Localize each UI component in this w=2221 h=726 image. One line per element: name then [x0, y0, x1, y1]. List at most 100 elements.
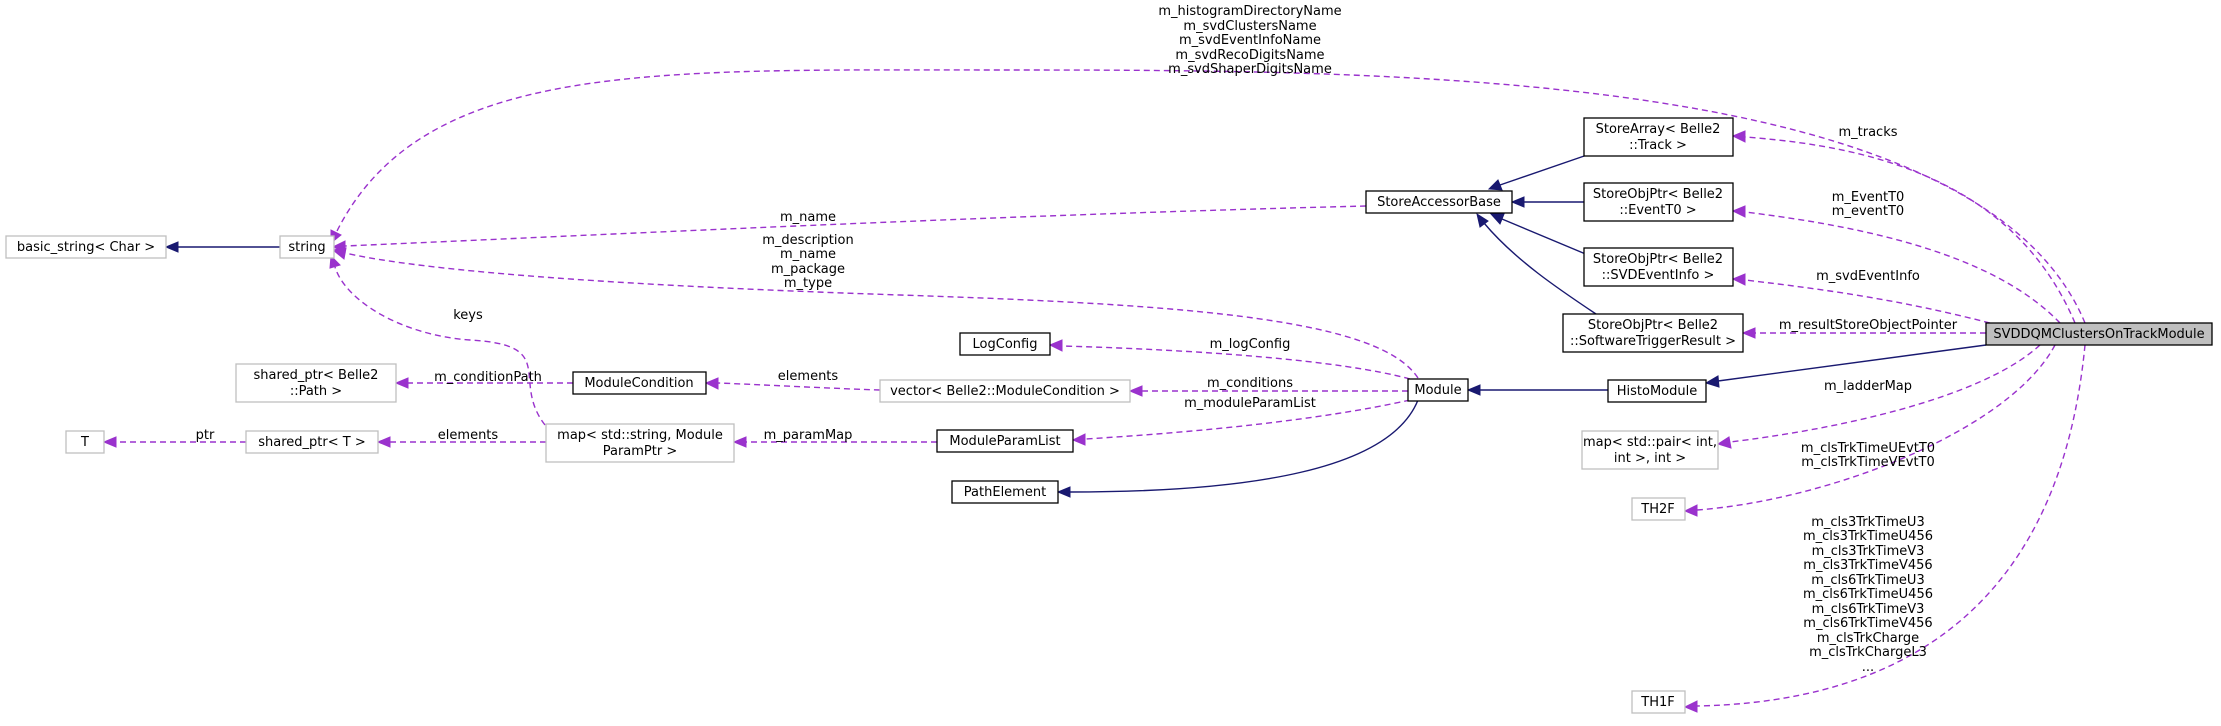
edge-map-uses-string	[329, 254, 546, 426]
node-label-line1: map< std::pair< int,	[1583, 435, 1717, 450]
edge-svddqm-uses-storearray	[1731, 130, 2076, 324]
label-th1f-members: m_cls3TrkTimeU3 m_cls3TrkTimeU456 m_cls3…	[1803, 515, 1933, 675]
label-m-logconfig: m_logConfig	[1210, 337, 1291, 352]
label-th2f-members: m_clsTrkTimeUEvtT0 m_clsTrkTimeVEvtT0	[1801, 441, 1935, 470]
edge-label-line: m_svdRecoDigitsName	[1175, 48, 1324, 63]
node-storeobjptr-softwaretrigger[interactable]: StoreObjPtr< Belle2 ::SoftwareTriggerRes…	[1562, 313, 1744, 353]
node-label: ModuleCondition	[584, 376, 693, 391]
node-logconfig[interactable]: LogConfig	[959, 332, 1051, 356]
label-elements-condition: elements	[778, 369, 839, 384]
edge-label-line: ...	[1862, 660, 1874, 675]
node-label: string	[288, 240, 325, 255]
node-label-line2: ::EventT0 >	[1619, 203, 1696, 218]
edge-vector-uses-modulecondition	[704, 377, 881, 391]
edge-label-line: m_cls6TrkTimeU456	[1803, 587, 1933, 602]
node-svddqmclustersontrackmodule[interactable]: SVDDQMClustersOnTrackModule	[1985, 322, 2213, 346]
node-map-pair[interactable]: map< std::pair< int, int >, int >	[1581, 430, 1719, 470]
edge-svddqm-uses-th2f	[1683, 344, 2056, 517]
edge-svddqm-uses-softwaretrigger	[1741, 327, 1986, 339]
edge-svddqm-inherits-histomodule	[1704, 344, 1987, 388]
edge-module-inherits-pathelement	[1056, 399, 1419, 498]
edge-label-line: m_cls6TrkTimeU3	[1811, 573, 1924, 588]
node-label: ModuleParamList	[949, 434, 1060, 449]
node-th1f[interactable]: TH1F	[1631, 690, 1686, 714]
node-string[interactable]: string	[279, 235, 335, 259]
node-t[interactable]: T	[65, 430, 105, 454]
node-label: basic_string< Char >	[17, 240, 155, 255]
node-vector-modulecondition[interactable]: vector< Belle2::ModuleCondition >	[879, 379, 1131, 403]
edge-label-line: m_cls3TrkTimeU3	[1811, 515, 1924, 530]
node-label-line2: ParamPtr >	[603, 444, 678, 459]
edge-svddqm-uses-string	[330, 69, 2086, 324]
edge-label-line: m_package	[771, 262, 845, 277]
node-label-line2: int >, int >	[1614, 451, 1686, 466]
node-storeobjptr-svdeventinfo[interactable]: StoreObjPtr< Belle2 ::SVDEventInfo >	[1583, 247, 1734, 287]
label-m-resultstoreobjectpointer: m_resultStoreObjectPointer	[1779, 318, 1958, 333]
node-storeobjptr-eventt0[interactable]: StoreObjPtr< Belle2 ::EventT0 >	[1583, 182, 1734, 222]
label-m-moduleparamlist: m_moduleParamList	[1184, 396, 1316, 411]
node-label: TH1F	[1640, 695, 1674, 710]
label-elements-map: elements	[438, 428, 499, 443]
node-storeaccessorbase[interactable]: StoreAccessorBase	[1365, 190, 1513, 214]
edge-modulecondition-uses-sharedptrpath	[394, 377, 573, 389]
label-ptr: ptr	[196, 428, 215, 443]
node-module[interactable]: Module	[1407, 378, 1469, 402]
node-sharedptr-t[interactable]: shared_ptr< T >	[245, 430, 379, 454]
edge-sharedptrt-uses-t	[102, 436, 246, 448]
node-label: T	[80, 435, 89, 450]
label-m-conditionpath: m_conditionPath	[434, 370, 542, 385]
edge-label-line: m_svdShaperDigitsName	[1168, 62, 1332, 77]
edge-label-line: m_EventT0	[1832, 190, 1905, 205]
edge-label-line: m_histogramDirectoryName	[1158, 4, 1341, 19]
label-m-parammap: m_paramMap	[764, 428, 853, 443]
node-th2f[interactable]: TH2F	[1631, 497, 1686, 521]
node-label-line1: StoreObjPtr< Belle2	[1593, 252, 1723, 267]
node-pathelement[interactable]: PathElement	[951, 480, 1059, 504]
node-histomodule[interactable]: HistoModule	[1607, 379, 1707, 403]
edge-module-uses-logconfig	[1048, 339, 1411, 380]
node-label-line2: ::Track >	[1629, 138, 1687, 153]
node-basic-string[interactable]: basic_string< Char >	[5, 235, 167, 259]
edge-svddqm-uses-mappair	[1716, 344, 2041, 449]
node-label: shared_ptr< T >	[258, 435, 365, 450]
label-m-conditions: m_conditions	[1207, 376, 1293, 391]
label-m-tracks: m_tracks	[1838, 125, 1897, 140]
edge-label-line: m_svdClustersName	[1183, 19, 1316, 34]
edge-label-line: m_clsTrkCharge	[1817, 631, 1919, 646]
node-label-line1: shared_ptr< Belle2	[254, 368, 379, 383]
edge-svdeventinfo-inherits-storeaccessorbase	[1489, 213, 1589, 256]
edge-label-line: m_cls6TrkTimeV456	[1803, 616, 1932, 631]
edge-string-inherits-basicstring	[164, 241, 280, 253]
edge-svddqm-uses-th1f	[1683, 344, 2086, 713]
node-storearray-track[interactable]: StoreArray< Belle2 ::Track >	[1583, 117, 1734, 157]
node-label-line1: StoreObjPtr< Belle2	[1593, 187, 1723, 202]
edge-eventt0-inherits-storeaccessorbase	[1510, 196, 1584, 208]
edge-module-uses-vector	[1128, 385, 1408, 397]
node-map-moduleparamptr[interactable]: map< std::string, Module ParamPtr >	[545, 423, 735, 463]
node-label-line1: StoreObjPtr< Belle2	[1588, 318, 1718, 333]
edge-label-line: m_cls6TrkTimeV3	[1812, 602, 1925, 617]
node-label: TH2F	[1640, 502, 1674, 517]
label-m-svdeventinfo: m_svdEventInfo	[1816, 269, 1920, 284]
edge-label-line: m_eventT0	[1832, 204, 1904, 219]
edge-label-line: m_type	[784, 276, 832, 291]
label-string-members: m_histogramDirectoryName m_svdClustersNa…	[1158, 4, 1341, 77]
edge-svddqm-uses-svdeventinfo	[1731, 273, 1991, 324]
label-module-strings: m_description m_name m_package m_type	[762, 233, 853, 291]
edge-map-uses-sharedptrt	[376, 436, 546, 448]
node-sharedptr-path[interactable]: shared_ptr< Belle2 ::Path >	[235, 363, 397, 403]
edge-storearray-inherits-storeaccessorbase	[1487, 153, 1591, 191]
node-label: SVDDQMClustersOnTrackModule	[1993, 327, 2204, 342]
edge-label-line: m_clsTrkTimeUEvtT0	[1801, 441, 1935, 456]
node-label: StoreAccessorBase	[1377, 195, 1501, 210]
edge-moduleparamlist-uses-map	[732, 436, 937, 448]
node-label: vector< Belle2::ModuleCondition >	[890, 384, 1120, 399]
node-modulecondition[interactable]: ModuleCondition	[572, 371, 707, 395]
edge-label-line: m_cls3TrkTimeV456	[1803, 558, 1932, 573]
node-label: LogConfig	[973, 337, 1038, 352]
edge-label-line: m_description	[762, 233, 853, 248]
node-label-line2: ::SVDEventInfo >	[1602, 268, 1715, 283]
node-moduleparamlist[interactable]: ModuleParamList	[936, 429, 1074, 453]
node-label: PathElement	[964, 485, 1046, 500]
